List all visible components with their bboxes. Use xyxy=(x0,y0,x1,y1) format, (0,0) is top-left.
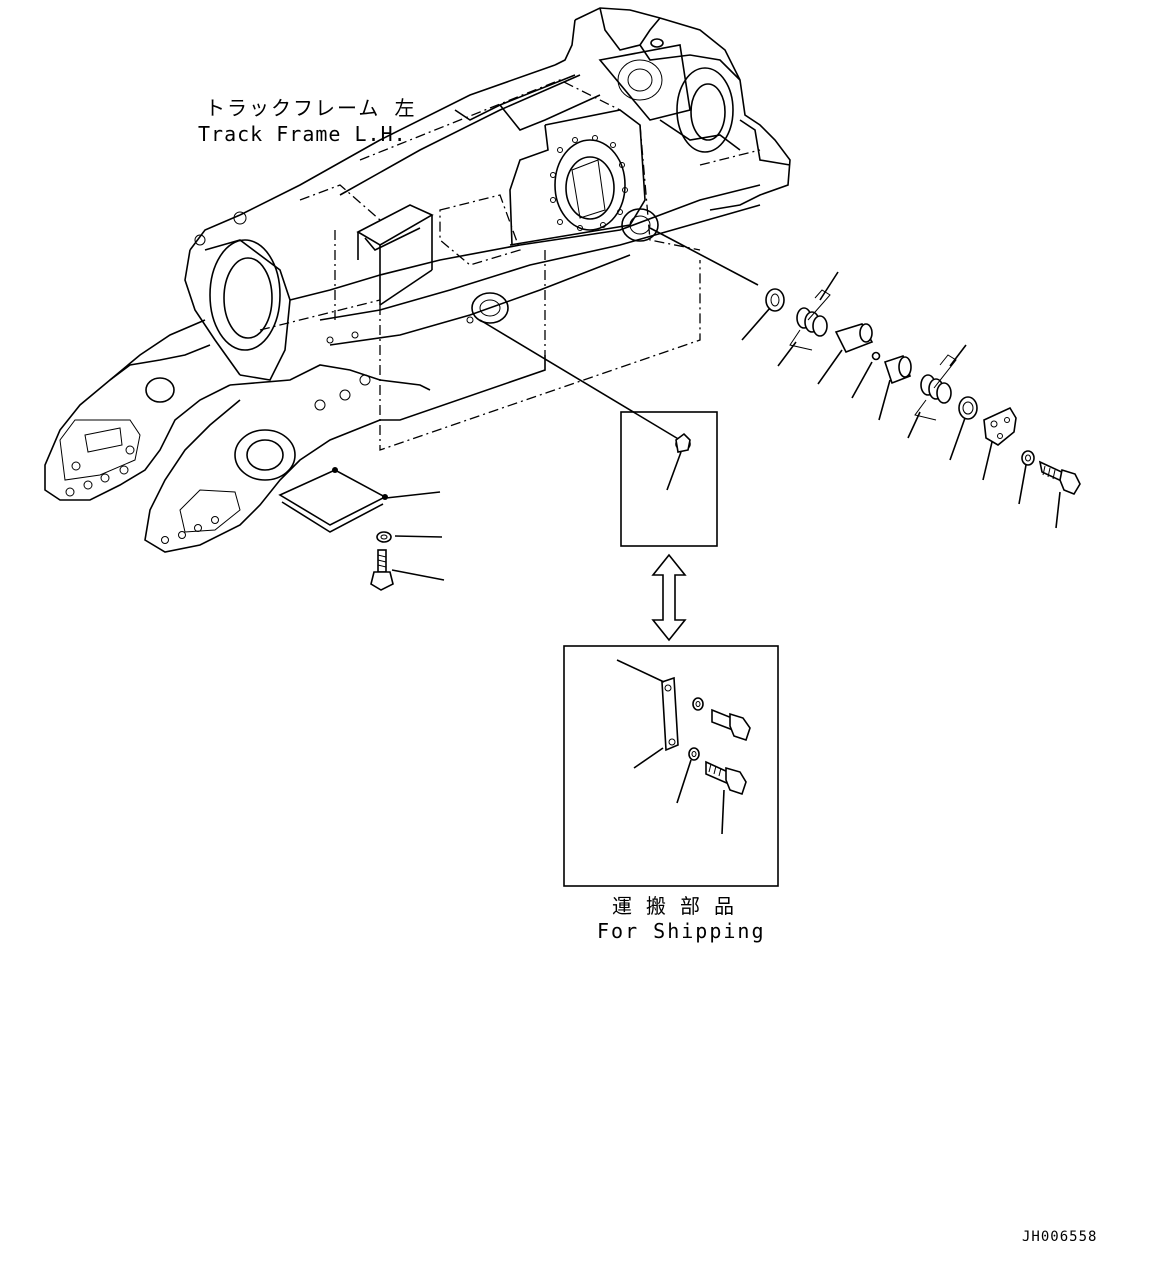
shipping-label-english: For Shipping xyxy=(597,919,766,943)
rear-parts-explosion xyxy=(741,271,1081,529)
plug-detail-box xyxy=(620,411,718,547)
cover-plate-assembly xyxy=(278,467,445,591)
guide-line xyxy=(380,355,546,421)
leader-line-to-plug xyxy=(479,319,681,441)
leader-line-to-rear-parts xyxy=(649,227,759,286)
shipping-parts-box xyxy=(563,645,779,887)
shipping-label-japanese: 運搬部品 xyxy=(612,894,748,918)
exchange-arrow xyxy=(651,553,687,642)
diagram-title-japanese: トラックフレーム 左 xyxy=(205,96,417,120)
diagram-title-english: Track Frame L.H. xyxy=(198,122,407,146)
drawing-code: JH006558 xyxy=(1022,1229,1098,1245)
hidden-outline xyxy=(259,79,761,451)
track-frame-body xyxy=(44,7,791,553)
